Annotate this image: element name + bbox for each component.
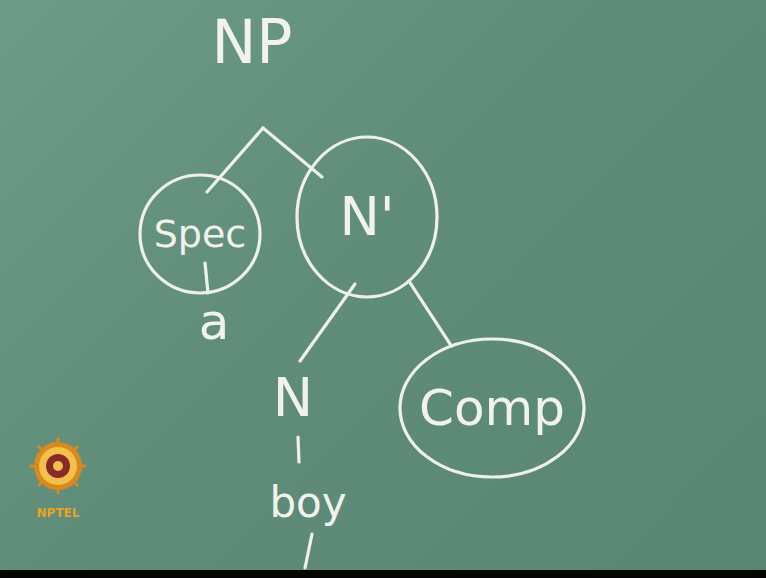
phrase-label: NP [211,12,292,72]
logo-text: NPTEL [37,507,80,519]
branch-line [300,284,355,361]
branch-line [409,281,452,346]
spec-circle: Spec [138,173,262,295]
node-text: Comp [419,383,565,433]
phrase-label: NP [211,12,292,72]
branch-line [207,128,263,192]
branch-line [305,534,312,568]
logo-text: NPTEL [37,507,80,519]
category-label: N [273,371,313,425]
branch-line [205,263,208,293]
word-label: boy [269,482,346,524]
nptel-logo [30,438,86,494]
nbar-circle: N' [295,135,439,299]
comp-circle: Comp [398,337,586,479]
screen-edge-bar [0,570,766,578]
word-label: boy [269,482,346,524]
branch-line [298,437,299,462]
node-text: N' [339,190,394,244]
node-text: Spec [154,215,247,253]
branch-connector [409,281,452,346]
branch-line [263,128,322,177]
category-label: N [273,371,313,425]
word-label: a [199,297,230,347]
word-label: a [199,297,230,347]
